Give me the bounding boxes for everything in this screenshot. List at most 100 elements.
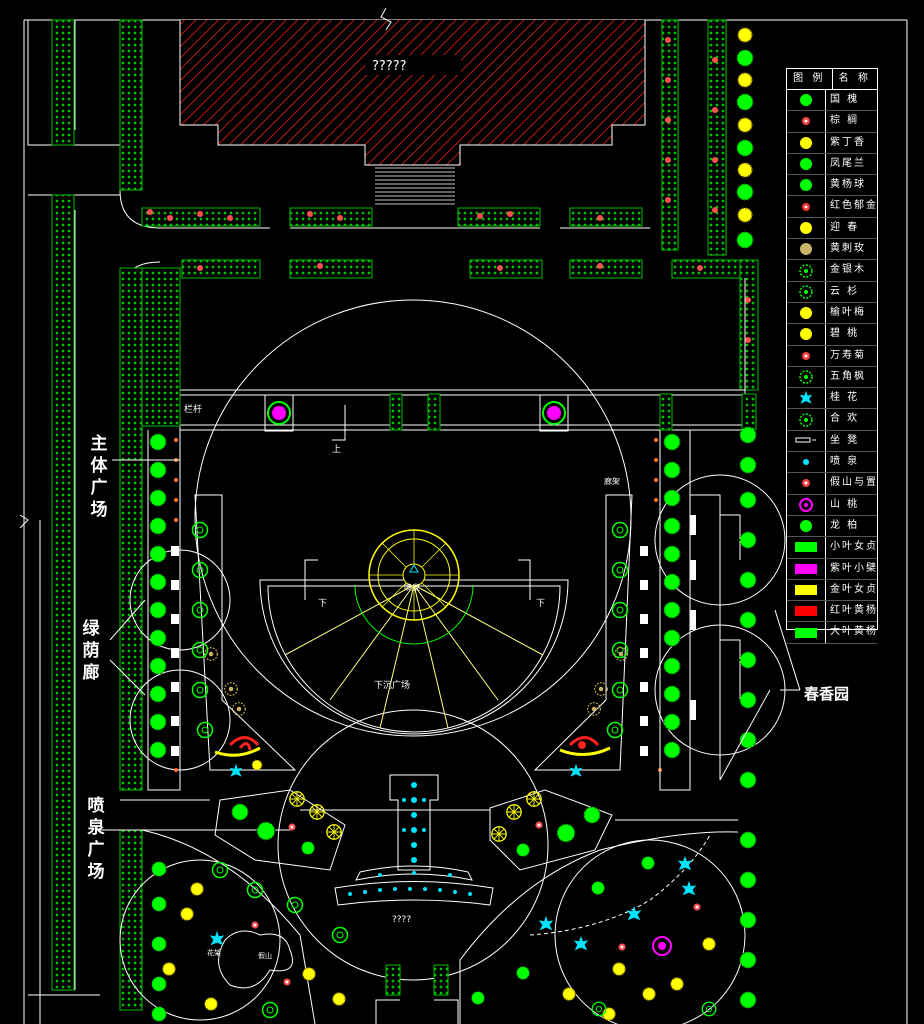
legend-item-name: 合 欢 (830, 413, 860, 425)
legend-row: 迎 春 (787, 217, 877, 240)
fountain-square-label: 喷泉广场 (87, 796, 105, 882)
legend-row: 红色郁金香 (787, 196, 877, 218)
legend-row: 假山与置石 (787, 473, 877, 495)
down-right-label: 下 (536, 599, 545, 609)
legend-item-name: 紫丁香 (830, 136, 866, 148)
legend-row: 喷 泉 (787, 452, 877, 474)
tree-icon (787, 90, 826, 111)
legend-item-name: 大叶黄杨 (830, 626, 877, 638)
legend-item-name: 迎 春 (830, 221, 860, 233)
legend-row: 小叶女贞 (787, 537, 877, 559)
legend-row: 龙 柏 (787, 515, 877, 538)
legend-item-name: 万寿菊 (830, 349, 866, 361)
legend-item-name: 棕 榈 (830, 115, 860, 127)
legend-row: 桂 花 (787, 388, 877, 410)
lilac-icon (787, 132, 826, 153)
legend-item-name: 红叶黄杨 (830, 605, 877, 617)
rose-icon (787, 239, 826, 260)
rockery-label: 假山 (258, 951, 272, 960)
boxwood-icon (787, 175, 826, 196)
maple-icon (787, 366, 826, 388)
legend-row: 金叶女贞 (787, 579, 877, 602)
legend-item-name: 榆叶梅 (830, 306, 866, 318)
privet-icon (787, 537, 826, 558)
golden-privet-icon (787, 579, 826, 601)
peach-icon (787, 324, 826, 345)
flower-stand-label: 花架 (207, 948, 221, 957)
building-label-box (365, 55, 461, 75)
jasmine-icon (787, 217, 826, 239)
building-label: ????? (372, 59, 407, 74)
legend-row: 凤尾兰 (787, 153, 877, 176)
legend-item-name: 黄杨球 (830, 179, 866, 191)
green-corridor-label: 绿荫廊 (82, 619, 100, 683)
legend-item-name: 红色郁金香 (830, 200, 877, 212)
legend-row: 红叶黄杨 (787, 601, 877, 623)
main-square-label: 主体广场 (90, 434, 108, 520)
legend-item-name: 国 槐 (830, 94, 860, 105)
legend-row: 大叶黄杨 (787, 622, 877, 644)
legend-row: 紫叶小檗 (787, 558, 877, 580)
legend-row: 棕 榈 (787, 111, 877, 133)
marigold-icon (787, 345, 826, 366)
legend-header-symbol: 图 例 (793, 73, 826, 84)
wild-peach-icon (787, 494, 826, 515)
sunken-plaza-label: 下沉广场 (374, 679, 410, 691)
yucca-icon (787, 153, 826, 175)
legend-item-name: 五角枫 (830, 370, 866, 382)
rock-icon (787, 473, 826, 494)
pergola-right-label: 廊架 (604, 476, 620, 486)
legend-row: 黄杨球 (787, 175, 877, 197)
legend-item-name: 桂 花 (830, 392, 860, 404)
up-label: 上 (332, 444, 341, 455)
legend-item-name: 金银木 (830, 264, 866, 276)
legend-item-name: 假山与置石 (830, 477, 877, 489)
railing-label: 栏杆 (184, 403, 202, 415)
legend-row: 云 杉 (787, 281, 877, 303)
legend-header-name: 名 称 (831, 69, 878, 89)
tulip-icon (787, 196, 826, 217)
honeysuckle-icon (787, 260, 826, 281)
legend-item-name: 黄刺玫 (830, 243, 866, 255)
legend-row: 山 桃 (787, 494, 877, 516)
spring-garden-label: 春香园 (804, 685, 850, 703)
legend-row: 金银木 (787, 260, 877, 282)
legend-item-name: 龙 柏 (830, 519, 860, 531)
legend-row: 坐 凳 (787, 430, 877, 453)
legend-item-name: 云 杉 (830, 285, 860, 297)
legend-row: 黄刺玫 (787, 239, 877, 261)
plum-icon (787, 302, 826, 324)
red-boxwood-icon (787, 601, 826, 622)
bench-icon (787, 430, 826, 452)
osmanthus-icon (787, 388, 826, 409)
fountain-icon (787, 452, 826, 473)
down-left-label: 下 (318, 599, 327, 609)
legend-row: 五角枫 (787, 366, 877, 389)
barberry-icon (787, 558, 826, 579)
large-boxwood-icon (787, 622, 826, 643)
legend-row: 榆叶梅 (787, 302, 877, 325)
legend-item-name: 凤尾兰 (830, 157, 866, 169)
legend-item-name: 碧 桃 (830, 328, 860, 340)
legend-item-name: 喷 泉 (830, 456, 860, 468)
legend-item-name: 紫叶小檗 (830, 562, 877, 574)
legend-row: 紫丁香 (787, 132, 877, 154)
legend-item-name: 坐 凳 (830, 434, 860, 446)
fountain-bottom-label: ???? (392, 915, 411, 925)
legend-row: 万寿菊 (787, 345, 877, 367)
road-tree-column (51, 19, 143, 1011)
legend-header: 图 例 名 称 (787, 69, 877, 90)
legend-row: 合 欢 (787, 409, 877, 431)
albizia-icon (787, 409, 826, 430)
legend-item-name: 山 桃 (830, 498, 860, 510)
center-marker-label: 喷泉 (404, 582, 420, 592)
legend-row: 国 槐 (787, 90, 877, 112)
right-tree-row (587, 433, 681, 759)
juniper-icon (787, 515, 826, 537)
legend-item-name: 小叶女贞 (830, 541, 877, 553)
spruce-icon (787, 281, 826, 302)
legend-row: 碧 桃 (787, 324, 877, 346)
legend-item-name: 金叶女贞 (830, 583, 877, 595)
